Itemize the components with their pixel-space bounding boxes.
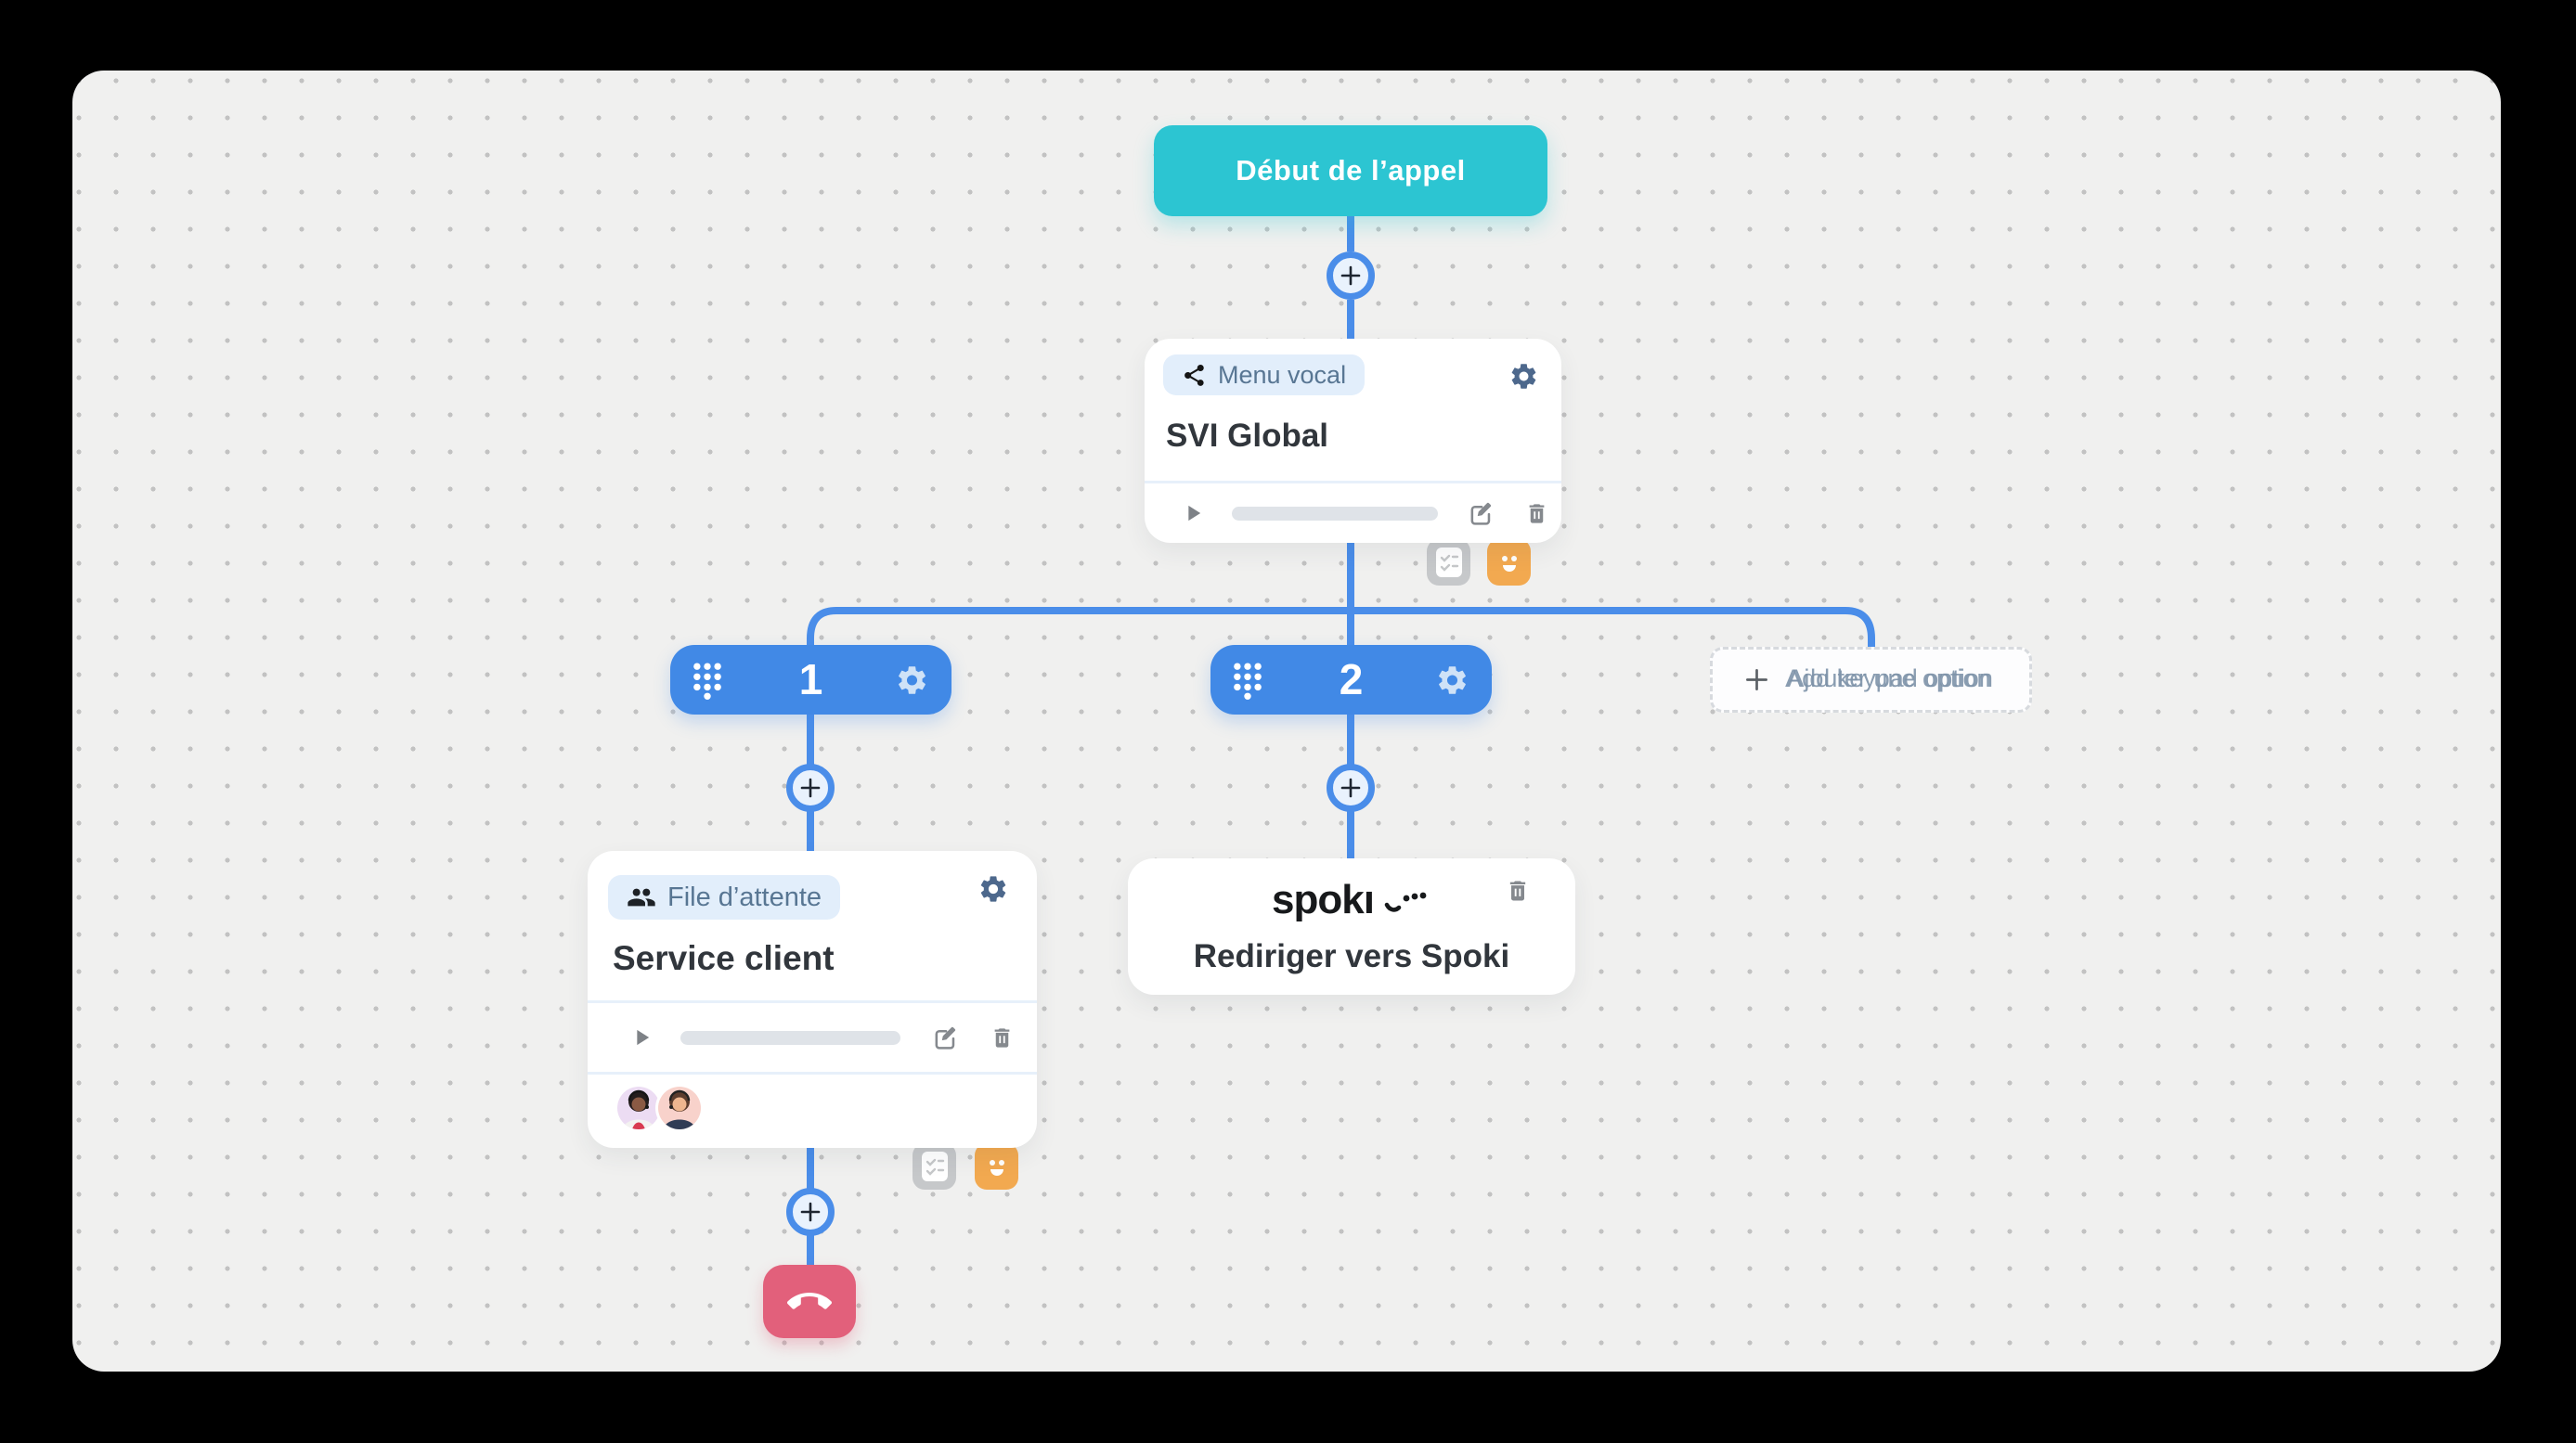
- checklist-chip[interactable]: [913, 1143, 956, 1190]
- delete-audio-button[interactable]: [1524, 501, 1549, 526]
- add-step-button[interactable]: [1327, 764, 1375, 812]
- edit-audio-button[interactable]: [1468, 500, 1495, 527]
- queue-card[interactable]: File d’attente Service client: [588, 851, 1037, 1148]
- edit-icon: [1470, 502, 1492, 525]
- play-button[interactable]: [628, 1024, 654, 1050]
- plus-icon: [1340, 265, 1361, 286]
- spoki-redirect-card[interactable]: spokı Rediriger vers Spoki: [1128, 858, 1575, 995]
- add-step-button[interactable]: [786, 764, 835, 812]
- flow-canvas: [72, 71, 2501, 1372]
- spoki-wordmark: spokı: [1272, 877, 1375, 922]
- agent-avatar: [617, 1087, 660, 1129]
- checklist-chip[interactable]: [1427, 539, 1470, 586]
- smiley-chip[interactable]: [1487, 539, 1531, 586]
- add-keypad-option-button[interactable]: Ajouter une option Add keypad option: [1710, 647, 2032, 713]
- node-settings-button[interactable]: [1508, 361, 1539, 392]
- keypad-option-number: 1: [798, 654, 823, 703]
- smiley-icon: [1501, 556, 1517, 572]
- node-type-badge: File d’attente: [608, 875, 841, 920]
- plus-icon: [1745, 669, 1767, 690]
- play-icon: [637, 1029, 650, 1046]
- start-call-node[interactable]: Début de l’appel: [1154, 125, 1547, 216]
- gear-icon: [980, 876, 1006, 902]
- node-type-label: File d’attente: [667, 882, 822, 912]
- keypad-option-node-2[interactable]: 2: [1210, 645, 1492, 715]
- audio-progress-bar[interactable]: [1232, 506, 1438, 521]
- agent-avatar: [658, 1087, 701, 1129]
- spoki-logo-mark-icon: [1384, 892, 1427, 912]
- checklist-icon: [921, 1152, 948, 1181]
- option-settings-button[interactable]: [895, 663, 929, 697]
- gear-icon: [1511, 364, 1536, 389]
- add-option-label-stack: Ajouter une option Add keypad option: [1780, 664, 1999, 696]
- play-button[interactable]: [1180, 500, 1206, 526]
- option-settings-button[interactable]: [1435, 663, 1469, 697]
- add-option-label-en: Add keypad option: [1785, 664, 1993, 692]
- audio-player: [588, 1003, 1037, 1072]
- play-icon: [1188, 505, 1201, 522]
- checklist-icon: [1435, 548, 1462, 577]
- gear-icon: [899, 665, 926, 694]
- audio-progress-bar[interactable]: [680, 1030, 900, 1045]
- divider: [588, 1072, 1037, 1075]
- plus-icon: [800, 778, 821, 798]
- delete-audio-button[interactable]: [990, 1025, 1015, 1050]
- edit-icon: [935, 1026, 956, 1050]
- keypad-icon: [691, 661, 724, 700]
- share-icon: [1184, 364, 1204, 386]
- edit-audio-button[interactable]: [932, 1024, 959, 1051]
- node-settings-button[interactable]: [977, 873, 1009, 905]
- node-type-badge: Menu vocal: [1163, 354, 1366, 395]
- agent-avatars: [617, 1087, 701, 1129]
- hangup-phone-icon: [787, 1292, 832, 1309]
- add-option-label-fr: Ajouter une option: [1787, 664, 1991, 692]
- smiley-icon: [989, 1160, 1004, 1176]
- voice-menu-card[interactable]: Menu vocal SVI Global: [1145, 339, 1561, 543]
- smiley-chip[interactable]: [975, 1143, 1018, 1190]
- trash-icon: [1529, 503, 1545, 523]
- audio-player: [1145, 483, 1561, 543]
- people-icon: [628, 888, 655, 907]
- node-type-label: Menu vocal: [1218, 360, 1347, 389]
- trash-icon: [994, 1027, 1010, 1048]
- end-call-node[interactable]: [763, 1265, 856, 1338]
- keypad-option-node-1[interactable]: 1: [670, 645, 951, 715]
- node-title: SVI Global: [1166, 418, 1329, 454]
- spoki-logo: spokı: [1128, 877, 1575, 922]
- node-title: Service client: [613, 939, 835, 977]
- add-step-button[interactable]: [786, 1188, 835, 1236]
- delete-node-button[interactable]: [1505, 878, 1531, 904]
- divider: [1145, 481, 1561, 483]
- plus-icon: [1340, 778, 1361, 798]
- add-step-button[interactable]: [1327, 251, 1375, 300]
- gear-icon: [1439, 665, 1466, 694]
- trash-icon: [1509, 881, 1526, 901]
- keypad-icon: [1231, 661, 1264, 700]
- plus-icon: [800, 1202, 821, 1222]
- divider: [588, 1000, 1037, 1003]
- keypad-option-number: 2: [1339, 654, 1364, 703]
- node-title: Rediriger vers Spoki: [1193, 938, 1510, 974]
